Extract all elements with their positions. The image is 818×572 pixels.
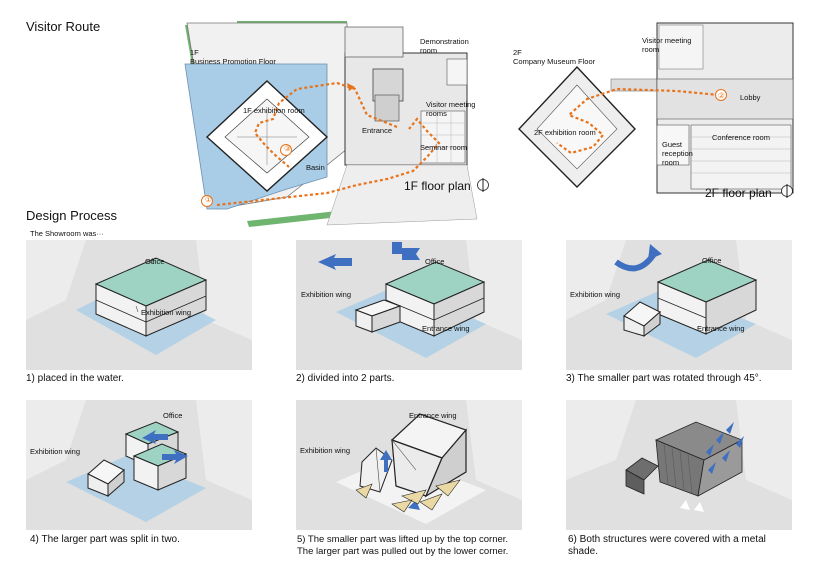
room-label: Visitor meeting room	[642, 36, 692, 54]
label-entrance-wing: Entrance wing	[697, 324, 745, 333]
visitor-route-path-1f	[216, 81, 441, 207]
floor-label-2f: 2F	[513, 48, 522, 57]
route-marker-2: ②	[718, 91, 725, 100]
label-office: Office	[702, 256, 722, 265]
label-entrance-wing: Entrance wing	[409, 411, 457, 420]
process-panel-2	[296, 240, 522, 370]
label-office: Office	[145, 257, 165, 266]
step-caption-6-line2: shade.	[568, 546, 599, 557]
label-exhibition-wing: Exhibition wing	[570, 290, 621, 299]
label-exhibition-wing: Exhibition wing	[301, 290, 352, 299]
label-exhibition-wing: Exhibition wing	[141, 308, 192, 317]
process-panel-1	[26, 240, 252, 370]
floor-label-1f: 1F	[190, 48, 199, 57]
route-marker-3: ③	[284, 144, 291, 153]
room-label: Entrance	[362, 126, 393, 135]
label-exhibition-wing: Exhibition wing	[30, 447, 81, 456]
plan-caption-2f: 2F floor plan	[705, 186, 772, 200]
step-caption-5-line2: The larger part was pulled out by the lo…	[297, 546, 509, 557]
step-caption-1: 1) placed in the water.	[26, 373, 124, 384]
room-label: Seminar room	[420, 143, 468, 152]
step-caption-6-line1: 6) Both structures were covered with a m…	[568, 534, 766, 545]
room-label: 2F exhibition room	[534, 128, 596, 137]
process-panel-5	[296, 400, 522, 530]
design-process-title: Design Process	[26, 208, 118, 223]
arrow-right-icon	[392, 242, 420, 260]
plan-caption-1f: 1F floor plan	[404, 179, 471, 193]
process-panel-3	[566, 240, 792, 370]
label-exhibition-wing: Exhibition wing	[300, 446, 351, 455]
label-entrance-wing: Entrance wing	[422, 324, 470, 333]
arrow-left-icon	[318, 254, 352, 270]
room-label: 1F exhibition room	[243, 106, 305, 115]
floor-name-2f: Company Museum Floor	[513, 57, 596, 66]
label-office: Office	[425, 257, 445, 266]
grass-strip	[247, 211, 339, 227]
arrow-icon	[162, 450, 188, 464]
room-label: Visitor meeting rooms	[426, 100, 476, 118]
lift-arrow-icon	[380, 450, 392, 472]
process-panel-6	[566, 400, 792, 530]
route-marker-1: ①	[205, 195, 212, 204]
room-label: Conference room	[712, 133, 770, 142]
room-label: Basin	[306, 163, 325, 172]
rain-arrows-icon	[706, 422, 744, 474]
step-caption-3: 3) The smaller part was rotated through …	[566, 373, 762, 384]
floor-plan-2f	[507, 19, 797, 199]
floor-name-1f: Business Promotion Floor	[190, 57, 276, 66]
room-label: Lobby	[740, 93, 761, 102]
visitor-route-path-2f	[556, 87, 720, 155]
room-label: Demonstration room	[420, 37, 469, 55]
floor-plan-1f	[177, 19, 497, 229]
process-panel-4	[26, 400, 252, 530]
design-process-intro: The Showroom was···	[30, 229, 104, 238]
step-caption-4: 4) The larger part was split in two.	[30, 534, 180, 545]
step-caption-5-line1: 5) The smaller part was lifted up by the…	[297, 534, 509, 545]
step-caption-2: 2) divided into 2 parts.	[296, 373, 395, 384]
arrow-icon	[142, 430, 168, 444]
visitor-route-title: Visitor Route	[26, 19, 101, 34]
label-office: Office	[163, 411, 183, 420]
room-label: Guest reception room	[662, 140, 693, 167]
